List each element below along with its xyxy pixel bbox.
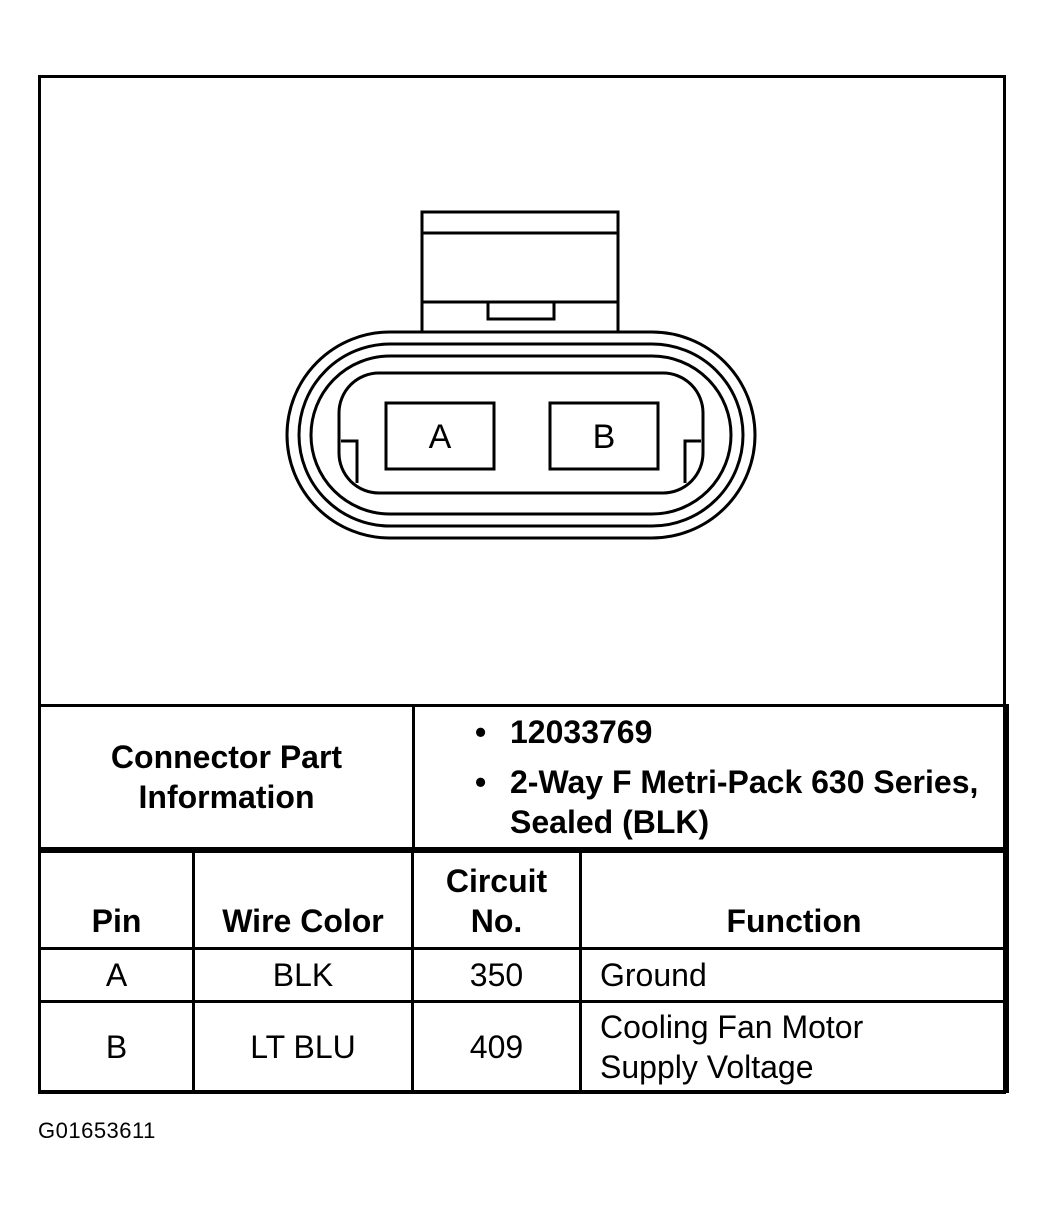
cell-circuit: 350	[411, 947, 582, 1003]
pin-table: Pin Wire Color Circuit No. Function A BL…	[38, 850, 1009, 1093]
cell-function: Cooling Fan Motor Supply Voltage	[579, 1000, 1009, 1093]
cell-function: Ground	[579, 947, 1009, 1003]
pin-label-a: A	[429, 418, 452, 456]
connector-face-drawing: A B	[285, 210, 757, 540]
pin-cavity-b: B	[548, 401, 660, 471]
locking-tab	[420, 210, 620, 334]
cell-wire-color: BLK	[192, 947, 414, 1003]
pin-table-header: Pin Wire Color Circuit No. Function	[38, 850, 1009, 950]
header-wire-color: Wire Color	[192, 850, 414, 950]
cell-pin: A	[38, 947, 195, 1003]
figure-id: G01653611	[38, 1118, 156, 1143]
connector-part-details: 12033769 2-Way F Metri-Pack 630 Series, …	[412, 704, 1009, 850]
pin-label-b: B	[593, 418, 616, 456]
part-number: 12033769	[475, 712, 1006, 752]
connector-part-label: Connector Part Information	[38, 704, 415, 850]
pin-cavity-a: A	[384, 401, 496, 471]
connector-part-table: Connector Part Information 12033769 2-Wa…	[38, 704, 1009, 850]
header-pin: Pin	[38, 850, 195, 950]
table-row: A BLK 350 Ground	[38, 947, 1009, 1003]
table-row: B LT BLU 409 Cooling Fan Motor Supply Vo…	[38, 1000, 1009, 1093]
cell-circuit: 409	[411, 1000, 582, 1093]
header-circuit-no: Circuit No.	[411, 850, 582, 950]
connector-shell	[285, 330, 757, 540]
side-latches	[341, 439, 701, 483]
header-function: Function	[579, 850, 1009, 950]
diagram-frame: A B Connector Part Information 12033769 …	[38, 75, 1009, 1094]
connector-type: 2-Way F Metri-Pack 630 Series, Sealed (B…	[475, 762, 1006, 842]
cell-wire-color: LT BLU	[192, 1000, 414, 1093]
cell-pin: B	[38, 1000, 195, 1093]
connector-diagram: A B	[41, 78, 1003, 704]
